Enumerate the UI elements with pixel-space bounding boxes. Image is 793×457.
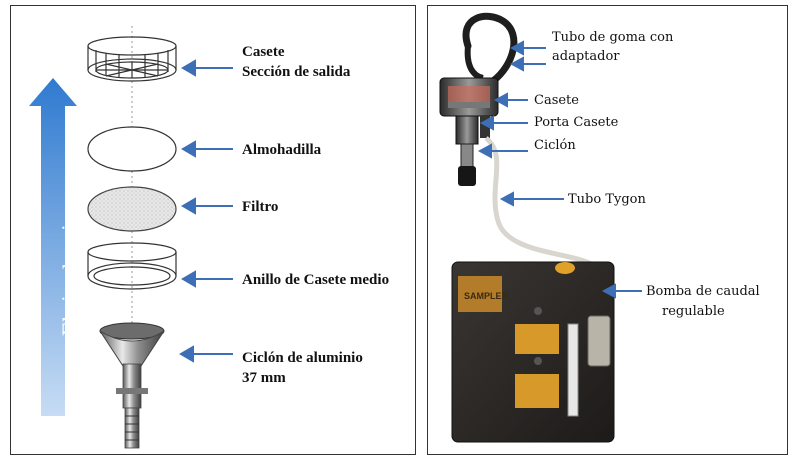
label-ciclon-right: Ciclón	[534, 138, 576, 153]
label-casete-right: Casete	[534, 93, 579, 108]
support-pad	[87, 126, 177, 172]
left-diagram	[29, 26, 233, 449]
flow-arrow	[29, 78, 77, 416]
left-panel: Flujo de aire Casete Sección de salida A…	[10, 5, 416, 455]
sampling-pump	[451, 261, 615, 443]
label-regulable: regulable	[662, 304, 725, 319]
filter-disc	[87, 186, 177, 232]
cassette-middle-ring	[87, 242, 177, 290]
label-seccion-salida: Sección de salida	[242, 64, 351, 80]
right-diagram	[439, 12, 642, 443]
label-tubo-tygon: Tubo Tygon	[568, 192, 646, 207]
label-casete: Casete	[242, 44, 285, 60]
label-ciclon-aluminio: Ciclón de aluminio	[242, 350, 363, 366]
pointer-arrows-left	[179, 59, 233, 363]
aluminium-cyclone	[99, 322, 165, 449]
pump-brand-label: SAMPLER	[464, 291, 509, 301]
rubber-tube	[462, 12, 518, 85]
pointer-arrows-right	[477, 40, 642, 299]
label-adaptador: adaptador	[552, 49, 620, 64]
cassette-outlet-section	[87, 36, 177, 82]
label-anillo-casete: Anillo de Casete medio	[242, 272, 390, 288]
right-panel: SAMPLER Tubo de goma con adaptador Caset…	[427, 5, 788, 455]
label-porta-casete: Porta Casete	[534, 115, 619, 130]
label-bomba-caudal: Bomba de caudal	[646, 284, 760, 299]
label-ciclon-size: 37 mm	[242, 370, 286, 386]
cassette-assembly	[439, 77, 499, 186]
label-almohadilla: Almohadilla	[242, 142, 322, 158]
label-filtro: Filtro	[242, 199, 279, 215]
label-tubo-goma: Tubo de goma con	[552, 30, 674, 45]
flow-label: Flujo de aire	[58, 201, 82, 337]
